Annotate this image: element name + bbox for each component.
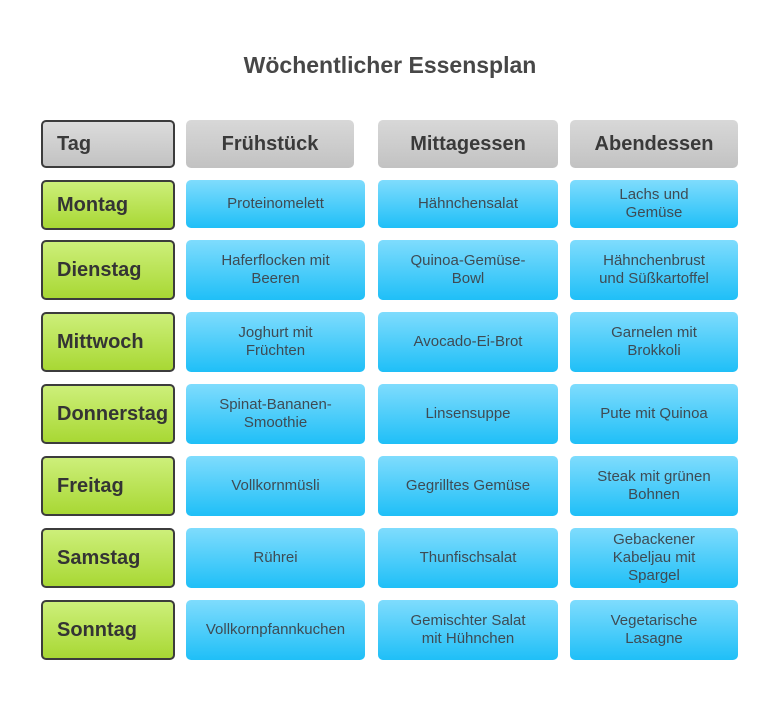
dinner-cell-thursday: Pute mit Quinoa (570, 384, 738, 444)
day-cell-tuesday: Dienstag (41, 240, 175, 300)
page-title: Wöchentlicher Essensplan (243, 52, 537, 78)
lunch-cell-tuesday: Quinoa-Gemüse-Bowl (378, 240, 558, 300)
lunch-cell-friday: Gegrilltes Gemüse (378, 456, 558, 516)
breakfast-cell-friday: Vollkornmüsli (186, 456, 365, 516)
breakfast-cell-wednesday: Joghurt mit Früchten (186, 312, 365, 372)
dinner-cell-wednesday: Garnelen mit Brokkoli (570, 312, 738, 372)
dinner-cell-saturday: Gebackener Kabeljau mit Spargel (570, 528, 738, 588)
dinner-cell-sunday: Vegetarische Lasagne (570, 600, 738, 660)
day-cell-friday: Freitag (41, 456, 175, 516)
header-breakfast: Frühstück (186, 120, 354, 168)
lunch-cell-monday: Hähnchensalat (378, 180, 558, 228)
day-cell-sunday: Sonntag (41, 600, 175, 660)
lunch-cell-wednesday: Avocado-Ei-Brot (378, 312, 558, 372)
header-dinner: Abendessen (570, 120, 738, 168)
breakfast-cell-tuesday: Haferflocken mit Beeren (186, 240, 365, 300)
dinner-cell-friday: Steak mit grünen Bohnen (570, 456, 738, 516)
day-cell-wednesday: Mittwoch (41, 312, 175, 372)
day-cell-saturday: Samstag (41, 528, 175, 588)
day-cell-monday: Montag (41, 180, 175, 230)
dinner-cell-monday: Lachs und Gemüse (570, 180, 738, 228)
breakfast-cell-saturday: Rührei (186, 528, 365, 588)
breakfast-cell-sunday: Vollkornpfannkuchen (186, 600, 365, 660)
header-day: Tag (41, 120, 175, 168)
header-lunch: Mittagessen (378, 120, 558, 168)
day-cell-thursday: Donnerstag (41, 384, 175, 444)
dinner-cell-tuesday: Hähnchenbrust und Süßkartoffel (570, 240, 738, 300)
lunch-cell-thursday: Linsensuppe (378, 384, 558, 444)
breakfast-cell-monday: Proteinomelett (186, 180, 365, 228)
lunch-cell-sunday: Gemischter Salat mit Hühnchen (378, 600, 558, 660)
lunch-cell-saturday: Thunfischsalat (378, 528, 558, 588)
breakfast-cell-thursday: Spinat-Bananen-Smoothie (186, 384, 365, 444)
